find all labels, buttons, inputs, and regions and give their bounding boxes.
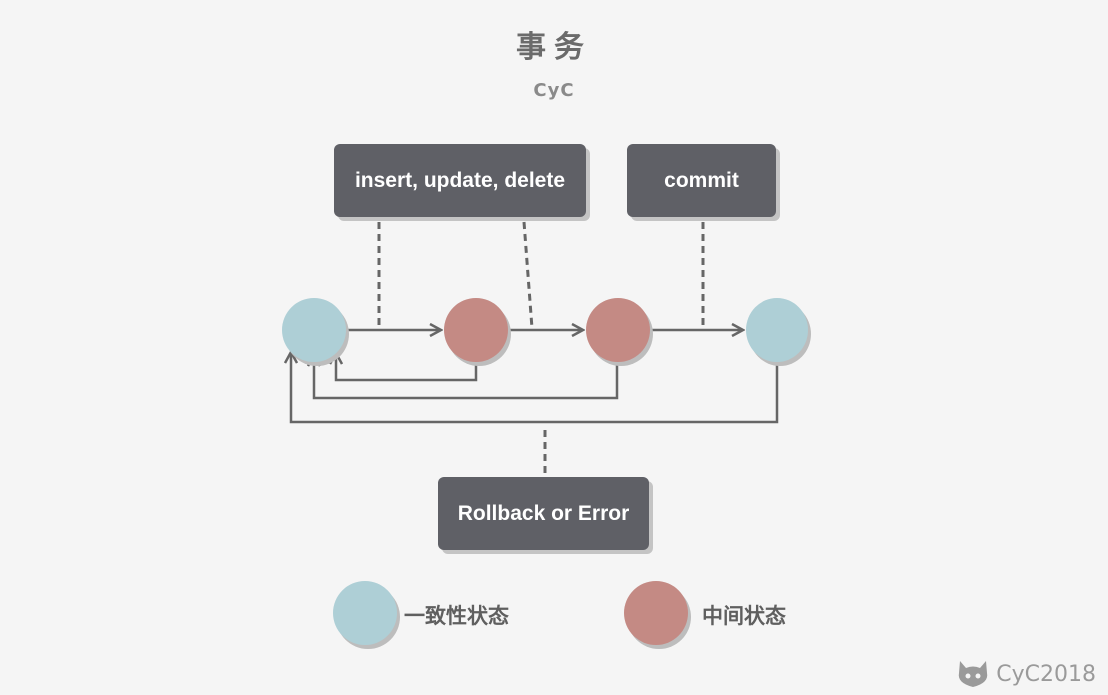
legend-consistent-swatch xyxy=(333,581,397,645)
rollback-arrow-state3 xyxy=(314,355,619,400)
legend-intermediate-label: 中间状态 xyxy=(702,604,786,628)
rollback-arrow-state2 xyxy=(336,353,478,382)
dashed-connector-operations-2 xyxy=(522,221,534,329)
operations-box: insert, update, delete xyxy=(334,144,586,217)
watermark: CyC2018 xyxy=(956,659,1096,689)
watermark-text: CyC2018 xyxy=(996,661,1096,687)
diagram-subtitle: CyC xyxy=(533,80,575,101)
intermediate-state-1 xyxy=(444,298,508,362)
diagram-title: 事务 xyxy=(516,30,592,65)
consistent-state-start xyxy=(282,298,346,362)
github-cat-icon xyxy=(959,661,988,687)
rollback-arrow-state4 xyxy=(291,352,779,424)
commit-box: commit xyxy=(627,144,776,217)
consistent-state-end xyxy=(746,298,808,362)
rollback-box: Rollback or Error xyxy=(438,477,649,550)
legend-intermediate-swatch xyxy=(624,581,688,645)
intermediate-state-2 xyxy=(586,298,650,362)
legend-consistent-label: 一致性状态 xyxy=(404,604,509,628)
